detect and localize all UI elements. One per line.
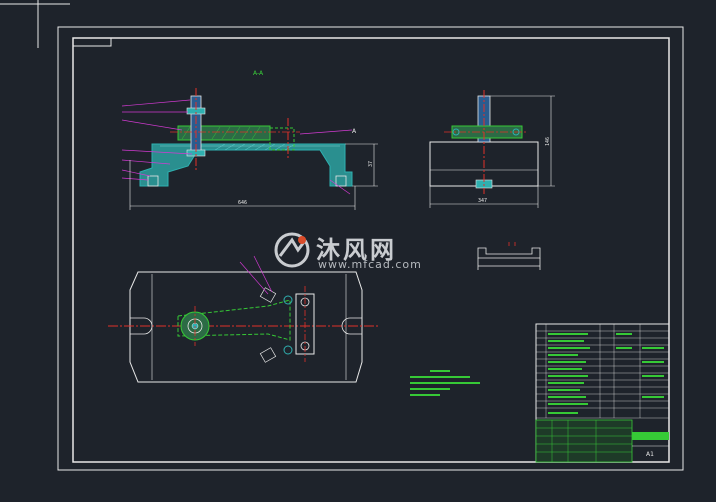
mfcad-logo-icon [274,232,310,268]
inner-frame [72,37,670,463]
watermark-title: 沐风网 [316,236,397,264]
watermark: 沐风网 www.mfcad.com [272,228,442,274]
watermark-url: www.mfcad.com [318,258,422,271]
side-height-dim: 146 [545,137,551,146]
front-section-view[interactable]: 646 37 A [121,88,378,210]
front-length-dim: 646 [238,200,247,206]
section-marker: A [352,128,357,135]
ucs-crosshair [0,0,70,48]
section-view-label: A-A [253,70,264,77]
side-length-dim: 347 [478,198,487,204]
front-height-dim: 37 [368,161,374,167]
sheet-size-label: A1 [646,451,654,458]
drawing-number-box [72,37,112,47]
title-block[interactable]: A1 [535,323,670,463]
side-view[interactable]: 347 146 [429,90,555,208]
technical-notes [410,370,480,396]
detail-view[interactable] [477,242,541,270]
outer-frame [57,26,684,471]
plan-view[interactable] [108,255,380,383]
